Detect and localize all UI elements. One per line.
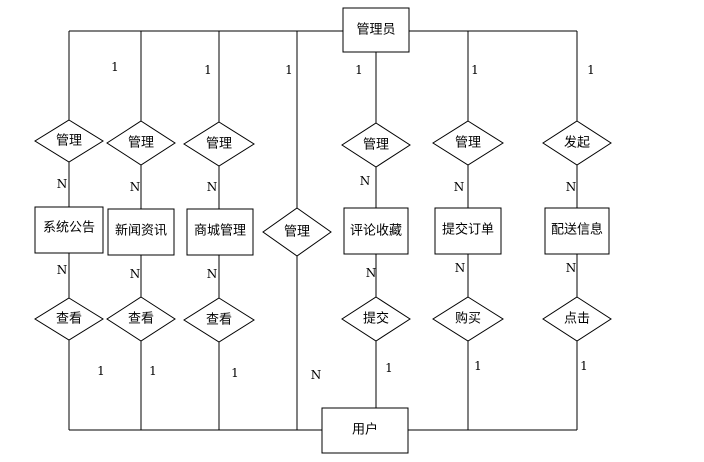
entity-box	[544, 207, 610, 255]
relationship-manage-mall: 管理	[183, 121, 255, 167]
cardinality-label: N	[130, 180, 141, 194]
relationship-label: 管理	[56, 134, 82, 149]
cardinality-label: N	[454, 180, 465, 194]
connector-lines	[68, 30, 578, 431]
relationship-diamond	[432, 296, 504, 342]
cardinality-label: N	[366, 266, 377, 280]
cardinality-label: N	[455, 261, 466, 275]
entity-news: 新闻资讯	[107, 208, 175, 256]
relationship-diamond	[341, 296, 411, 342]
relationship-diamond	[341, 122, 411, 168]
entity-label: 商城管理	[194, 224, 246, 239]
cardinality-label: 1	[111, 60, 119, 74]
entity-mall: 商城管理	[186, 208, 254, 256]
relationship-diamond	[542, 296, 612, 342]
cardinality-label: N	[207, 180, 218, 194]
relationship-diamond	[106, 296, 176, 342]
cardinality-label: 1	[474, 359, 482, 373]
cardinality-label: 1	[204, 63, 212, 77]
relationship-label: 查看	[56, 311, 82, 327]
relationship-view-announcement: 查看	[34, 297, 104, 341]
cardinality-label: 1	[285, 63, 293, 77]
entity-delivery: 配送信息	[544, 207, 610, 255]
entity-box	[107, 208, 175, 256]
entity-user: 用户	[321, 407, 409, 454]
relationship-label: 提交	[363, 311, 389, 327]
entity-box	[343, 207, 409, 255]
cardinality-label: N	[360, 174, 371, 188]
relationship-label: 查看	[128, 311, 154, 327]
relationship-diamond	[34, 297, 104, 341]
entity-box	[34, 206, 104, 254]
relationship-diamond	[183, 297, 255, 343]
relationship-diamond	[432, 120, 504, 166]
cardinality-label: 1	[471, 63, 479, 77]
entity-label: 用户	[352, 422, 378, 438]
cardinality-label: N	[311, 368, 322, 382]
relationship-diamond	[106, 120, 176, 166]
relationship-label: 购买	[455, 311, 481, 327]
cardinality-label: 1	[355, 63, 363, 77]
relationship-label: 点击	[564, 312, 590, 327]
relationship-label: 管理	[363, 138, 389, 153]
relationship-diamond	[542, 120, 612, 166]
cardinality-label: N	[57, 263, 68, 277]
relationship-buy-order: 购买	[432, 296, 504, 342]
entity-box	[434, 207, 502, 255]
cardinality-labels: 1 1 1 1 1 1 1 N N N N N N N N N N N N 1 …	[57, 60, 595, 382]
relationship-label: 发起	[564, 135, 590, 151]
relationship-label: 管理	[206, 137, 232, 152]
relationship-label: 管理	[128, 136, 154, 151]
relationship-manage-announcement: 管理	[34, 119, 104, 163]
entity-admin: 管理员	[342, 7, 410, 53]
relationship-initiate-delivery: 发起	[542, 120, 612, 166]
cardinality-label: 1	[587, 63, 595, 77]
relationship-diamond	[183, 121, 255, 167]
relationship-label: 管理	[455, 136, 481, 151]
entity-box	[186, 208, 254, 256]
cardinality-label: N	[207, 267, 218, 281]
cardinality-label: 1	[580, 359, 588, 373]
relationship-manage-order: 管理	[432, 120, 504, 166]
entity-announcement: 系统公告	[34, 206, 104, 254]
entity-label: 提交订单	[442, 222, 494, 238]
entity-label: 配送信息	[551, 222, 603, 238]
entity-label: 管理员	[356, 23, 395, 38]
entity-label: 评论收藏	[350, 224, 402, 239]
relationship-diamond	[262, 207, 332, 257]
relationship-manage-user: 管理	[262, 207, 332, 257]
relationship-label: 管理	[284, 225, 310, 240]
cardinality-label: N	[566, 180, 577, 194]
relationship-diamond	[34, 119, 104, 163]
entity-order: 提交订单	[434, 207, 502, 255]
relationship-view-news: 查看	[106, 296, 176, 342]
relationship-manage-news: 管理	[106, 120, 176, 166]
cardinality-label: N	[566, 261, 577, 275]
cardinality-label: N	[57, 177, 68, 191]
entity-box	[342, 7, 410, 53]
entity-label: 新闻资讯	[115, 223, 167, 239]
relationship-click-delivery: 点击	[542, 296, 612, 342]
entity-box	[321, 407, 409, 454]
entity-comment: 评论收藏	[343, 207, 409, 255]
cardinality-label: 1	[149, 364, 157, 378]
cardinality-label: 1	[231, 366, 239, 380]
cardinality-label: 1	[385, 361, 393, 375]
relationship-label: 查看	[206, 312, 232, 328]
entity-label: 系统公告	[43, 221, 95, 236]
relationship-submit-comment: 提交	[341, 296, 411, 342]
relationship-manage-comment: 管理	[341, 122, 411, 168]
cardinality-label: N	[130, 267, 141, 281]
relationship-view-mall: 查看	[183, 297, 255, 343]
cardinality-label: 1	[97, 364, 105, 378]
